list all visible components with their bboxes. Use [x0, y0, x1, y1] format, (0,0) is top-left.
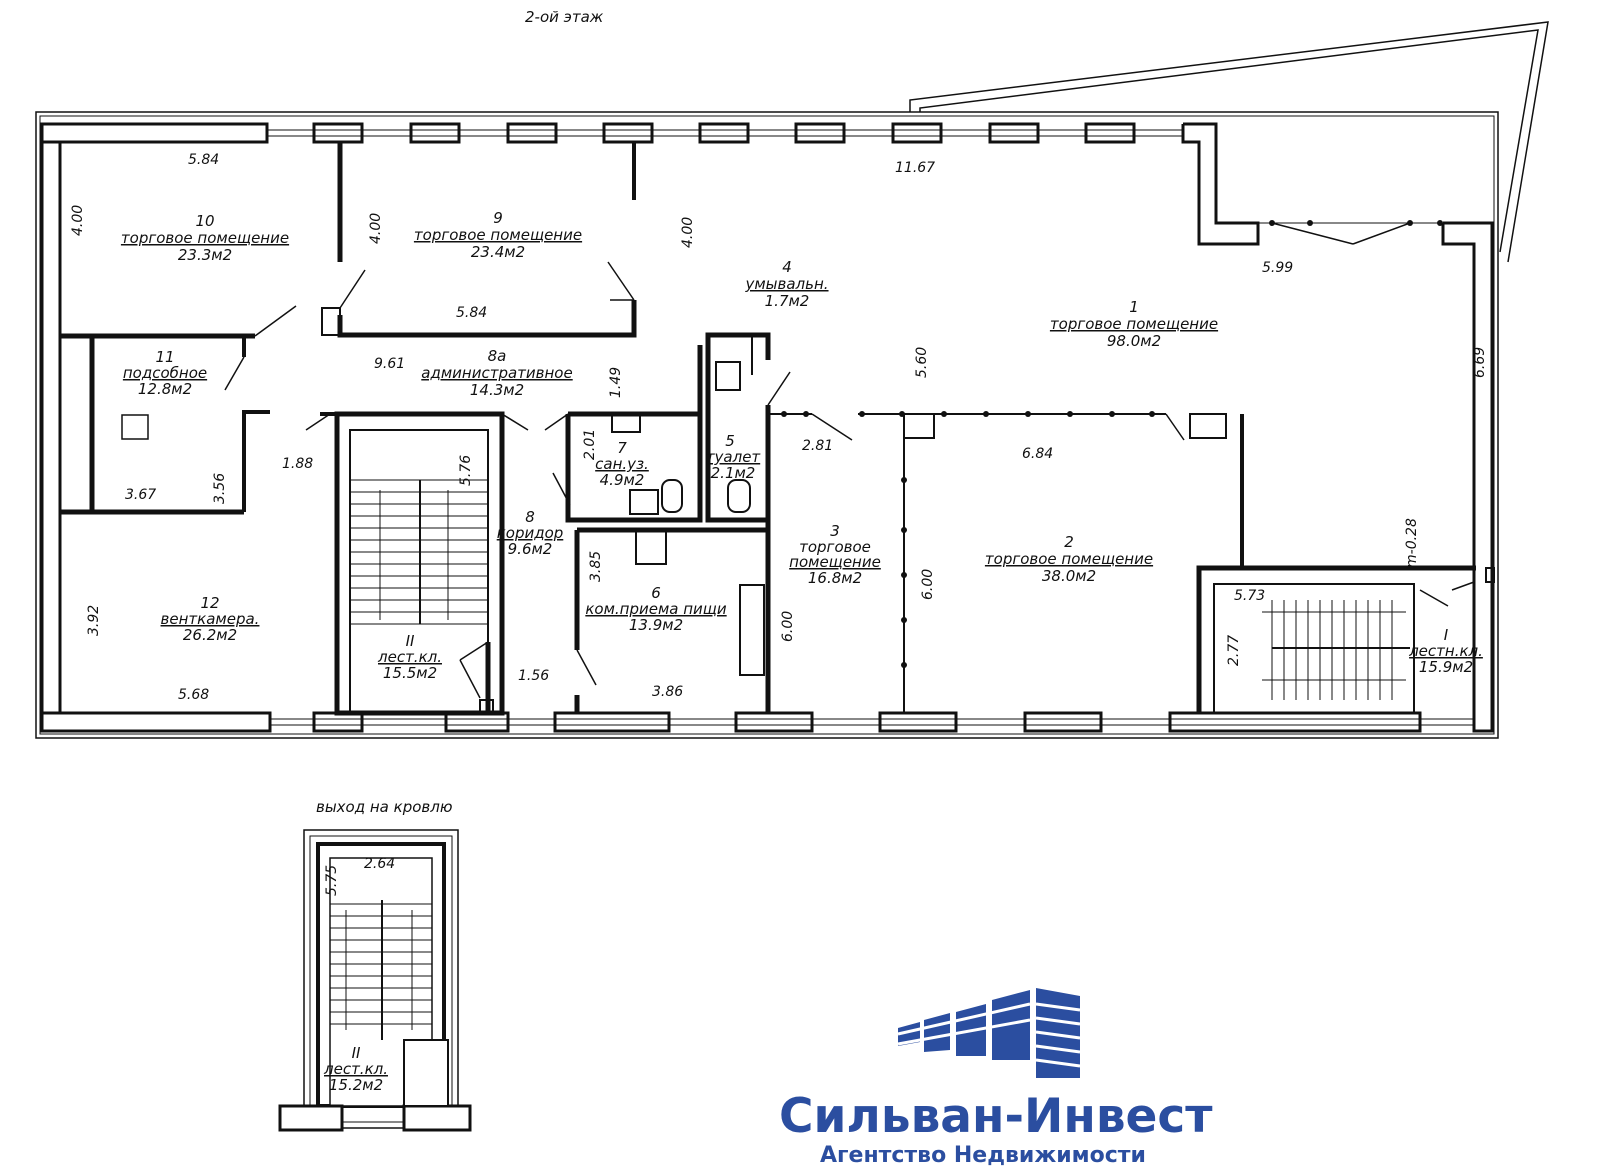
- room-10-number: 10: [195, 212, 214, 230]
- dim-label: 5.73: [1234, 588, 1265, 604]
- dim-label: 6.00: [780, 611, 796, 642]
- room-8a-number: 8а: [488, 347, 507, 365]
- dim-label: 11.67: [895, 160, 935, 176]
- room-8-area: 9.6м2: [508, 540, 553, 558]
- stair-I-number: I: [1444, 626, 1449, 644]
- dim-label: 1.56: [518, 668, 549, 684]
- room-8a-area: 14.3м2: [470, 381, 524, 399]
- room-12-number: 12: [200, 594, 219, 612]
- room-4-number: 4: [782, 258, 792, 276]
- room-7-number: 7: [617, 439, 627, 457]
- room-9-name: торговое помещение: [414, 226, 582, 244]
- dim-label: 4.00: [70, 205, 86, 236]
- dim-label: 4.00: [368, 213, 384, 244]
- room-9-number: 9: [493, 209, 503, 227]
- shaft: [121, 414, 149, 440]
- dim-label: 1.88: [282, 456, 313, 472]
- outer-frame: [35, 111, 1499, 739]
- dim-label: 6.69: [1472, 347, 1488, 378]
- dim-label: 9.61: [374, 356, 405, 372]
- window-glazing: [267, 129, 1474, 726]
- room-9-area: 23.4м2: [471, 243, 525, 261]
- room-3-area: 16.8м2: [808, 569, 862, 587]
- dim-label: 5.84: [188, 152, 219, 168]
- room-6-name: ком.приема пищи: [585, 600, 727, 618]
- stair-I-area: 15.9м2: [1419, 658, 1473, 676]
- terrace-outline: [909, 21, 1549, 263]
- dim-label: 2.01: [582, 429, 598, 460]
- room-4-area: 1.7м2: [765, 292, 810, 310]
- dim-label: m-0.28: [1404, 518, 1420, 568]
- door-swings: [224, 222, 1475, 699]
- room-labels: 10 торговое помещение 23.3м2 9 торговое …: [121, 209, 1483, 1094]
- roof-stair-name: лест.кл.: [323, 1060, 388, 1078]
- room-5-area: 2.1м2: [711, 464, 756, 482]
- room-7-area: 4.9м2: [600, 471, 645, 489]
- dim-label: 3.86: [652, 684, 683, 700]
- stair-II-name: лест.кл.: [377, 648, 442, 666]
- room-11-area: 12.8м2: [138, 380, 192, 398]
- floor-title: 2-ой этаж: [525, 8, 604, 26]
- dim-label: 3.92: [86, 605, 102, 636]
- room-6-number: 6: [651, 584, 661, 602]
- room-1-area: 98.0м2: [1107, 332, 1161, 350]
- stair-I-name: лестн.кл.: [1408, 642, 1483, 660]
- room-6-area: 13.9м2: [629, 616, 683, 634]
- room-4-name: умывальн.: [744, 275, 828, 293]
- room-3-number: 3: [830, 522, 840, 540]
- room-2-name: торговое помещение: [985, 550, 1153, 568]
- dim-label: 5.60: [914, 347, 930, 378]
- room-7-name: сан.уз.: [595, 455, 649, 473]
- room-8-number: 8: [525, 508, 535, 526]
- room-5-name: туалет: [706, 448, 762, 466]
- room-3-name-line2: помещение: [789, 553, 881, 571]
- roof-stair-area: 15.2м2: [329, 1076, 383, 1094]
- room-3-name-line1: торговое: [799, 538, 871, 556]
- dim-label: 6.00: [920, 569, 936, 600]
- roof-stair-treads: [330, 900, 432, 1040]
- room-11-number: 11: [155, 348, 174, 366]
- walls: [40, 122, 1494, 733]
- room-1-name: торговое помещение: [1050, 315, 1218, 333]
- dim-label: 3.56: [212, 473, 228, 504]
- room-12-name: венткамера.: [161, 610, 260, 628]
- room-1-number: 1: [1129, 298, 1139, 316]
- brand-logo: [897, 988, 1081, 1078]
- dimension-labels: 5.84 11.67 4.00 4.00 4.00 5.99 5.84 9.61…: [70, 152, 1488, 896]
- roof-exit-title: выход на кровлю: [316, 798, 452, 816]
- dim-label: 2.81: [802, 438, 833, 454]
- dim-label: 6.84: [1022, 446, 1053, 462]
- stair-II-area: 15.5м2: [383, 664, 437, 682]
- dim-label: 2.64: [364, 856, 395, 872]
- dim-label: 1.49: [608, 367, 624, 398]
- dim-label: 3.85: [588, 551, 604, 582]
- dim-label: 5.99: [1262, 260, 1293, 276]
- dim-label: 3.67: [125, 487, 156, 503]
- room-10-area: 23.3м2: [178, 246, 232, 264]
- dim-label: 5.68: [178, 687, 209, 703]
- dim-label: 5.76: [458, 455, 474, 486]
- room-8-name: коридор: [497, 524, 564, 542]
- room-2-area: 38.0м2: [1042, 567, 1096, 585]
- brand-tagline: Агентство Недвижимости: [820, 1143, 1146, 1167]
- stair-treads: [350, 479, 1410, 700]
- room-5-number: 5: [725, 432, 735, 450]
- dim-label: 4.00: [680, 217, 696, 248]
- room-12-area: 26.2м2: [183, 626, 237, 644]
- room-8a-name: административное: [421, 364, 572, 382]
- brand-name: Сильван-Инвест: [779, 1089, 1213, 1144]
- dim-label: 5.75: [324, 865, 340, 896]
- glass-partition-dots: [781, 220, 1443, 668]
- roof-stair-number: II: [352, 1044, 361, 1062]
- stair-II-number: II: [406, 632, 415, 650]
- room-11-name: подсобное: [123, 364, 207, 382]
- dim-label: 5.84: [456, 305, 487, 321]
- room-2-number: 2: [1064, 533, 1074, 551]
- room-10-name: торговое помещение: [121, 229, 289, 247]
- dim-label: 2.77: [1226, 635, 1242, 666]
- interior-walls: [60, 142, 1495, 716]
